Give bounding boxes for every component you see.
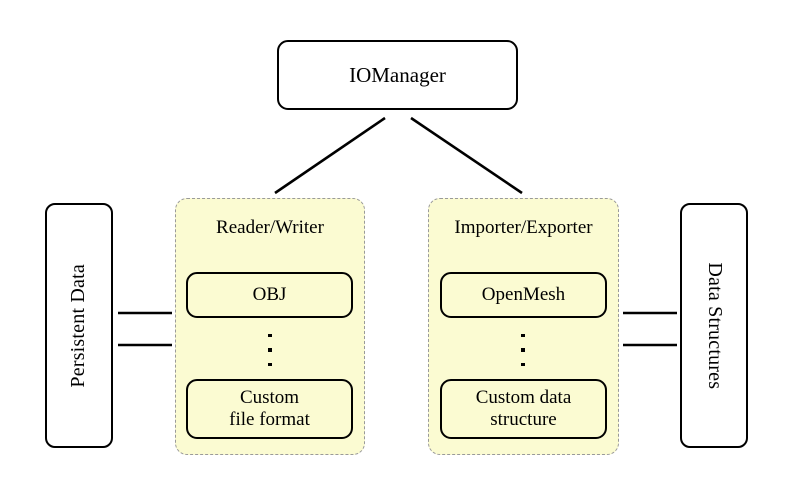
node-data-structures[interactable]: Data Structures (680, 203, 748, 448)
node-iomanager-label: IOManager (349, 62, 446, 87)
node-persistent-data[interactable]: Persistent Data (45, 203, 113, 448)
node-data-structures-label: Data Structures (703, 262, 726, 389)
vertical-ellipsis-icon-importer-exporter (519, 334, 527, 366)
vertical-ellipsis-icon-reader-writer (266, 334, 274, 366)
node-persistent-data-label: Persistent Data (67, 263, 90, 388)
node-custom-file-format-line1: Custom (239, 386, 300, 408)
node-openmesh[interactable]: OpenMesh (440, 272, 607, 318)
node-custom-file-format[interactable]: Custom file format (186, 379, 353, 439)
node-custom-data-structure-line2: structure (490, 409, 557, 430)
node-custom-file-format-line2: file format (229, 409, 310, 430)
node-obj-label: OBJ (252, 283, 287, 305)
panel-importer-exporter-title: Importer/Exporter (454, 217, 593, 238)
arrow-manager-importer-exporter (410, 116, 523, 195)
node-iomanager[interactable]: IOManager (277, 40, 518, 110)
node-custom-data-structure-line1: Custom data (475, 386, 572, 408)
node-obj[interactable]: OBJ (186, 272, 353, 318)
node-openmesh-label: OpenMesh (481, 283, 566, 305)
node-custom-data-structure[interactable]: Custom data structure (440, 379, 607, 439)
arrow-manager-reader-writer (274, 116, 386, 195)
panel-reader-writer-title: Reader/Writer (216, 217, 324, 238)
